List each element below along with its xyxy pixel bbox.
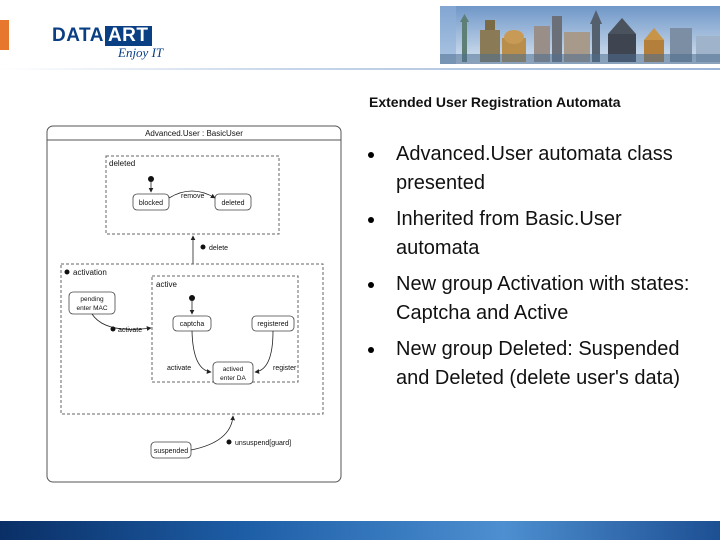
group-activation — [60, 263, 324, 415]
guard-dot-activate-left — [110, 326, 116, 332]
state-deleted-label: deleted — [222, 200, 245, 207]
state-pending-label-2: enter MAC — [76, 305, 107, 312]
bullet-dot — [368, 217, 374, 223]
bullet-text: New group Deleted: Suspended and Deleted… — [396, 338, 680, 389]
group-deleted — [105, 155, 280, 235]
state-actived — [212, 361, 254, 385]
bullet-item: Inherited from Basic.User automata — [366, 205, 706, 263]
transition-remove — [168, 190, 216, 199]
state-suspended-label: suspended — [154, 448, 188, 455]
footer-bar — [0, 521, 720, 540]
transition-unsuspend — [190, 415, 236, 451]
logo-text-data: DATA — [52, 25, 104, 46]
guard-dot-delete — [200, 244, 206, 250]
state-registered-label: registered — [257, 321, 288, 328]
transition-unsuspend-label: unsuspend[guard] — [235, 440, 291, 447]
state-captcha-label: captcha — [180, 321, 205, 328]
group-deleted-label: deleted — [109, 159, 135, 168]
frame-title: Advanced.User : BasicUser — [145, 129, 243, 138]
accent-bar — [0, 20, 9, 50]
state-blocked — [132, 193, 170, 211]
city-photo-strip — [440, 6, 720, 64]
slide-title: Extended User Registration Automata — [369, 94, 621, 110]
transition-activate-left-label: activate — [118, 327, 142, 334]
state-actived-label-2: enter DA — [220, 375, 246, 382]
state-machine-diagram: Advanced.User : BasicUser deleted blocke… — [46, 125, 342, 483]
transition-register — [254, 330, 274, 374]
state-pending-label-1: pending — [80, 296, 104, 303]
header-divider — [0, 68, 720, 70]
transition-register-label: register — [273, 365, 297, 372]
state-blocked-label: blocked — [139, 200, 163, 207]
transition-activate-bottom-label: activate — [167, 365, 191, 372]
initial-node-deleted — [148, 176, 154, 182]
bullet-text: Inherited from Basic.User automata — [396, 208, 622, 259]
bullet-dot — [368, 152, 374, 158]
bullet-dot — [368, 347, 374, 353]
bullet-item: Advanced.User automata class presented — [366, 140, 706, 198]
bullet-text: New group Activation with states: Captch… — [396, 273, 690, 324]
guard-dot-unsuspend — [226, 439, 232, 445]
diagram-frame — [46, 125, 342, 483]
transition-activate-bottom — [191, 330, 212, 374]
bullet-list: Advanced.User automata class presented I… — [366, 140, 706, 400]
state-deleted — [214, 193, 252, 211]
group-active-label: active — [156, 280, 177, 289]
logo-text-art: ART — [104, 26, 152, 46]
activation-marker-dot — [64, 269, 70, 275]
transition-delete-label: delete — [209, 245, 228, 252]
bullet-dot — [368, 282, 374, 288]
initial-node-active — [189, 295, 195, 301]
logo-tagline: Enjoy IT — [118, 45, 164, 60]
state-actived-label-1: actived — [223, 366, 244, 373]
bullet-item: New group Activation with states: Captch… — [366, 270, 706, 328]
group-activation-label: activation — [73, 268, 107, 277]
transition-remove-label: remove — [181, 193, 204, 200]
bullet-item: New group Deleted: Suspended and Deleted… — [366, 335, 706, 393]
bullet-text: Advanced.User automata class presented — [396, 143, 673, 194]
